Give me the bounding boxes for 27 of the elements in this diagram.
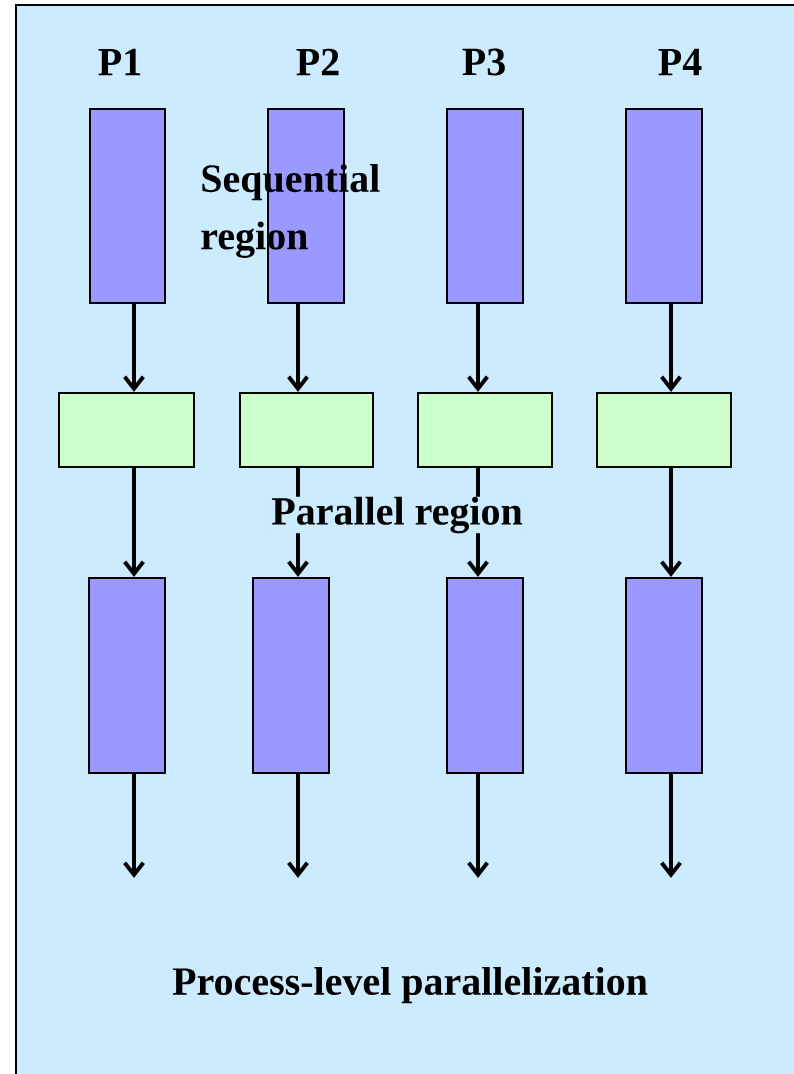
- region-box: [58, 392, 195, 468]
- process-label: P3: [462, 48, 505, 76]
- arrow: [287, 304, 309, 392]
- process-box: [625, 108, 703, 304]
- process-box: [89, 108, 166, 304]
- process-box: [252, 577, 330, 774]
- process-box: [446, 108, 524, 304]
- arrow: [123, 304, 145, 392]
- caption: Process-level parallelization: [172, 966, 648, 1004]
- process-box: [625, 577, 703, 774]
- process-label: P1: [98, 48, 141, 76]
- arrow: [467, 304, 489, 392]
- arrow: [123, 774, 145, 878]
- process-box: [88, 577, 166, 774]
- arrow: [660, 774, 682, 878]
- process-box: [446, 577, 524, 774]
- process-label: P2: [296, 48, 339, 76]
- process-label: P4: [658, 48, 702, 76]
- arrow: [287, 774, 309, 878]
- arrow: [660, 304, 682, 392]
- arrow: [467, 774, 489, 878]
- arrow: [660, 468, 682, 577]
- arrow: [123, 468, 145, 577]
- region-label: Parallel region: [268, 496, 526, 534]
- region-box: [417, 392, 553, 468]
- region-box: [596, 392, 732, 468]
- region-box: [239, 392, 374, 468]
